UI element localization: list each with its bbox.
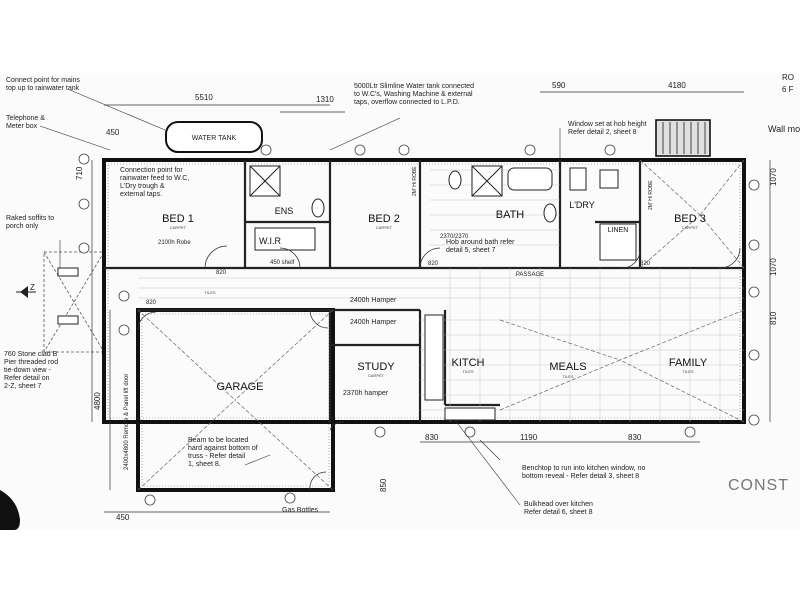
dim-5510: 5510 [195,93,213,102]
dim-4800: 4800 [93,392,102,410]
dim-2400-hamper-b: 2400h Hamper [350,319,397,326]
dim-830-a: 830 [425,433,439,442]
dim-2370-2370: 2370/2370 [440,234,469,240]
dim-2370-hamper: 2370h hamper [343,390,389,397]
room-garage: GARAGE [216,381,263,393]
dim-450-shelf: 450 shelf [270,260,295,266]
note-wall-mo: Wall mo [768,124,800,134]
floor-family: TILES [682,369,693,374]
dim-1070-b: 1070 [769,258,778,276]
water-tank [165,121,263,153]
water-tank-label: WATER TANK [192,135,237,142]
scan-corner-mark [0,490,20,530]
dimension-lines [91,91,771,513]
room-wir: W.I.R [259,236,281,246]
title-const: CONST [728,477,789,494]
room-bed3: BED 3 [674,213,706,225]
top-margin [0,0,800,75]
leader-lines [39,89,561,506]
room-bath: BATH [496,209,525,221]
floor-meals: TILES [562,374,573,379]
bottom-margin [0,530,800,600]
grid-markers [78,144,760,506]
room-kitch: KITCH [452,357,485,369]
dim-820-a: 820 [216,270,227,276]
north-arrow-icon: Z [16,283,36,298]
porch-posts [57,267,79,325]
room-ldry: L'DRY [569,200,595,210]
ceiling-lines [137,159,745,491]
note-remote-door: 2400x4800 Remote & Panel lift door [124,374,130,470]
fixtures [249,165,637,421]
room-bed1: BED 1 [162,213,194,225]
room-meals: MEALS [549,361,586,373]
room-family: FAMILY [669,357,708,369]
dim-820-c: 820 [640,261,651,267]
dim-450-bottom: 450 [116,513,130,522]
dim-590: 590 [552,81,566,90]
dim-830-b: 830 [628,433,642,442]
door-swings [137,245,741,491]
svg-text:Z: Z [30,283,35,292]
note-telephone: Telephone &Meter box [6,115,45,130]
room-linen: LINEN [608,227,629,234]
robe-bed2: 2M' Hi ROBE [412,166,418,196]
robe-bed3: 2M' Hi ROBE [648,180,654,210]
floor-study: CARPET [368,373,385,378]
floor-kitch: TILES [462,369,473,374]
floor-bed2: CARPET [376,225,393,230]
room-study: STUDY [357,361,395,373]
room-passage: PASSAGE [516,272,544,278]
dim-1310: 1310 [316,95,334,104]
room-bed2: BED 2 [368,213,400,225]
dim-4180: 4180 [668,81,686,90]
dim-850: 850 [379,478,388,492]
floor-passage: TILES [204,290,215,295]
dim-1070-a: 1070 [769,168,778,186]
room-ens: ENS [275,206,294,216]
dim-810: 810 [769,311,778,325]
dim-2400-hamper-a: 2400h Hamper [350,297,397,304]
dim-6f: 6 F [782,85,794,94]
wall-unit-slats [662,122,706,154]
dim-450-top: 450 [106,128,120,137]
wall-unit [655,119,711,157]
dim-2100-robe: 2100h Robe [158,240,191,246]
dim-ro: RO [782,73,794,82]
dim-820-b: 820 [428,261,439,267]
dim-1190: 1190 [520,433,538,442]
floor-bed3: CARPET [682,225,699,230]
dim-710: 710 [75,166,84,180]
interior-walls [104,160,744,422]
note-gas-bottles: Gas Bottles [282,507,319,514]
dim-820-d: 820 [146,300,157,306]
floor-bed1: CARPET [170,225,187,230]
